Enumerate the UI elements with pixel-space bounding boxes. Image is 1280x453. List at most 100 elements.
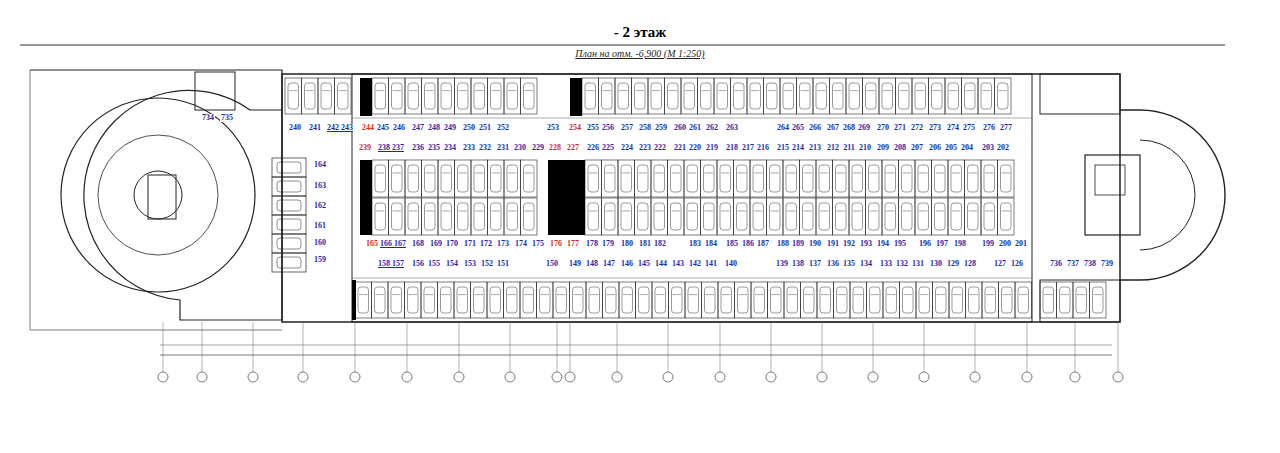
car-symbol bbox=[652, 90, 661, 91]
car-symbol bbox=[953, 294, 962, 295]
parking-space-number: 177 bbox=[566, 240, 580, 248]
car-symbol bbox=[651, 83, 662, 109]
car-symbol bbox=[771, 287, 782, 313]
parking-space-number: 194 bbox=[876, 240, 890, 248]
parking-stall bbox=[405, 198, 422, 235]
car-symbol bbox=[441, 203, 452, 230]
parking-stall bbox=[929, 78, 946, 114]
axis-bubble bbox=[970, 372, 980, 382]
parking-space-number: 737 bbox=[1066, 260, 1080, 268]
car-symbol bbox=[525, 172, 534, 173]
car-symbol bbox=[492, 210, 501, 211]
parking-stall bbox=[603, 282, 620, 318]
parking-stall bbox=[537, 282, 554, 318]
car-symbol bbox=[784, 90, 793, 91]
parking-stall bbox=[488, 198, 505, 235]
car-symbol bbox=[508, 172, 517, 173]
parking-stall bbox=[915, 198, 932, 235]
car-symbol bbox=[804, 287, 815, 313]
parking-stall bbox=[899, 160, 916, 197]
parking-space-number: 163 bbox=[313, 182, 327, 190]
car-symbol bbox=[871, 294, 880, 295]
car-symbol bbox=[852, 203, 863, 230]
car-symbol bbox=[968, 203, 979, 230]
parking-space-number: 137 bbox=[808, 260, 822, 268]
car-symbol bbox=[442, 210, 451, 211]
car-symbol bbox=[375, 287, 386, 313]
parking-space-number: 204 bbox=[960, 144, 974, 152]
parking-space-number: 203 bbox=[981, 144, 995, 152]
axis-line bbox=[1075, 322, 1076, 372]
car-symbol bbox=[833, 83, 844, 109]
car-symbol bbox=[1043, 287, 1054, 313]
car-symbol bbox=[903, 172, 912, 173]
car-symbol bbox=[870, 287, 881, 313]
car-symbol bbox=[508, 210, 517, 211]
car-symbol bbox=[919, 287, 930, 313]
parking-stall bbox=[618, 198, 635, 235]
axis-line bbox=[202, 322, 203, 372]
car-symbol bbox=[838, 294, 847, 295]
parking-stall bbox=[665, 78, 682, 114]
car-symbol bbox=[507, 203, 518, 230]
parking-stall bbox=[302, 78, 319, 114]
car-symbol bbox=[918, 165, 929, 192]
parking-space-number: 232 bbox=[478, 144, 492, 152]
parking-space-number: 198 bbox=[953, 240, 967, 248]
parking-stall bbox=[635, 160, 652, 197]
axis-bubble bbox=[552, 372, 562, 382]
parking-stall bbox=[504, 160, 521, 197]
parking-stall bbox=[767, 160, 784, 197]
car-symbol bbox=[392, 294, 401, 295]
axis-line bbox=[1027, 322, 1028, 372]
parking-space-number: 140 bbox=[724, 260, 738, 268]
parking-stall bbox=[801, 282, 818, 318]
car-symbol bbox=[966, 90, 975, 91]
parking-space-number: 161 bbox=[313, 222, 327, 230]
car-symbol bbox=[684, 83, 695, 109]
parking-space-number: 235 bbox=[427, 144, 441, 152]
parking-space-number: 226 bbox=[586, 144, 600, 152]
parking-space-number: 234 bbox=[443, 144, 457, 152]
car-symbol bbox=[1076, 287, 1087, 313]
parking-space-number: 133 bbox=[879, 260, 893, 268]
parking-space-number: 269 bbox=[857, 124, 871, 132]
parking-space-number: 160 bbox=[313, 239, 327, 247]
car-symbol bbox=[305, 83, 316, 109]
parking-stall bbox=[471, 198, 488, 235]
parking-stall bbox=[421, 282, 438, 318]
car-symbol bbox=[705, 172, 714, 173]
parking-stall bbox=[455, 198, 472, 235]
car-symbol bbox=[640, 294, 649, 295]
parking-stall bbox=[405, 78, 422, 114]
car-symbol bbox=[738, 287, 749, 313]
car-symbol bbox=[425, 83, 436, 109]
building-outline bbox=[282, 74, 1120, 322]
car-symbol bbox=[886, 210, 895, 211]
axis-bubble bbox=[1113, 372, 1123, 382]
parking-stall bbox=[1090, 282, 1107, 318]
parking-space-number: 217 bbox=[741, 144, 755, 152]
parking-stall bbox=[834, 282, 851, 318]
car-symbol bbox=[819, 203, 830, 230]
axis-bubble bbox=[766, 372, 776, 382]
parking-space-number: 142 bbox=[688, 260, 702, 268]
car-symbol bbox=[589, 210, 598, 211]
parking-space-number: 739 bbox=[1100, 260, 1114, 268]
car-symbol bbox=[1002, 210, 1011, 211]
car-symbol bbox=[949, 90, 958, 91]
car-symbol bbox=[408, 203, 419, 230]
parking-space-number: 214 bbox=[791, 144, 805, 152]
parking-stall bbox=[751, 282, 768, 318]
parking-stall bbox=[717, 160, 734, 197]
car-symbol bbox=[622, 172, 631, 173]
parking-space-number: 228 bbox=[548, 144, 562, 152]
parking-space-number: 247 bbox=[411, 124, 425, 132]
parking-space-number: 162 bbox=[313, 202, 327, 210]
car-symbol bbox=[770, 165, 781, 192]
car-symbol bbox=[277, 238, 301, 249]
parking-stall bbox=[389, 198, 406, 235]
car-symbol bbox=[820, 210, 829, 211]
parking-space-number: 264 bbox=[776, 124, 790, 132]
car-symbol bbox=[750, 83, 761, 109]
